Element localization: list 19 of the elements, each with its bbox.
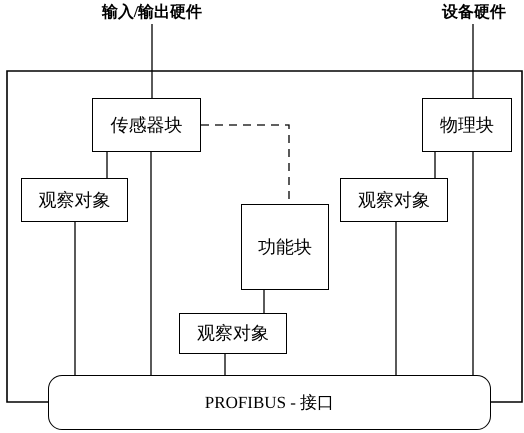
block-box: 观察对象: [21, 178, 128, 222]
connector-line: [395, 222, 397, 375]
connector-line: [472, 152, 474, 375]
block-box: 传感器块: [92, 98, 201, 152]
hardware-label: 设备硬件: [434, 2, 514, 24]
block-box: 功能块: [241, 204, 329, 290]
interface-box: PROFIBUS - 接口: [48, 375, 491, 430]
block-box: 物理块: [422, 98, 512, 152]
connector-line: [74, 222, 76, 375]
connector-line: [150, 152, 152, 375]
connector-line: [224, 354, 226, 375]
block-box: 观察对象: [179, 313, 287, 354]
hardware-label: 输入/输出硬件: [92, 2, 212, 24]
block-box: 观察对象: [340, 178, 448, 222]
connector-line: [151, 24, 153, 98]
connector-line: [263, 290, 265, 313]
connector-line: [106, 152, 108, 178]
connector-line: [434, 152, 436, 178]
connector-line: [472, 24, 474, 98]
